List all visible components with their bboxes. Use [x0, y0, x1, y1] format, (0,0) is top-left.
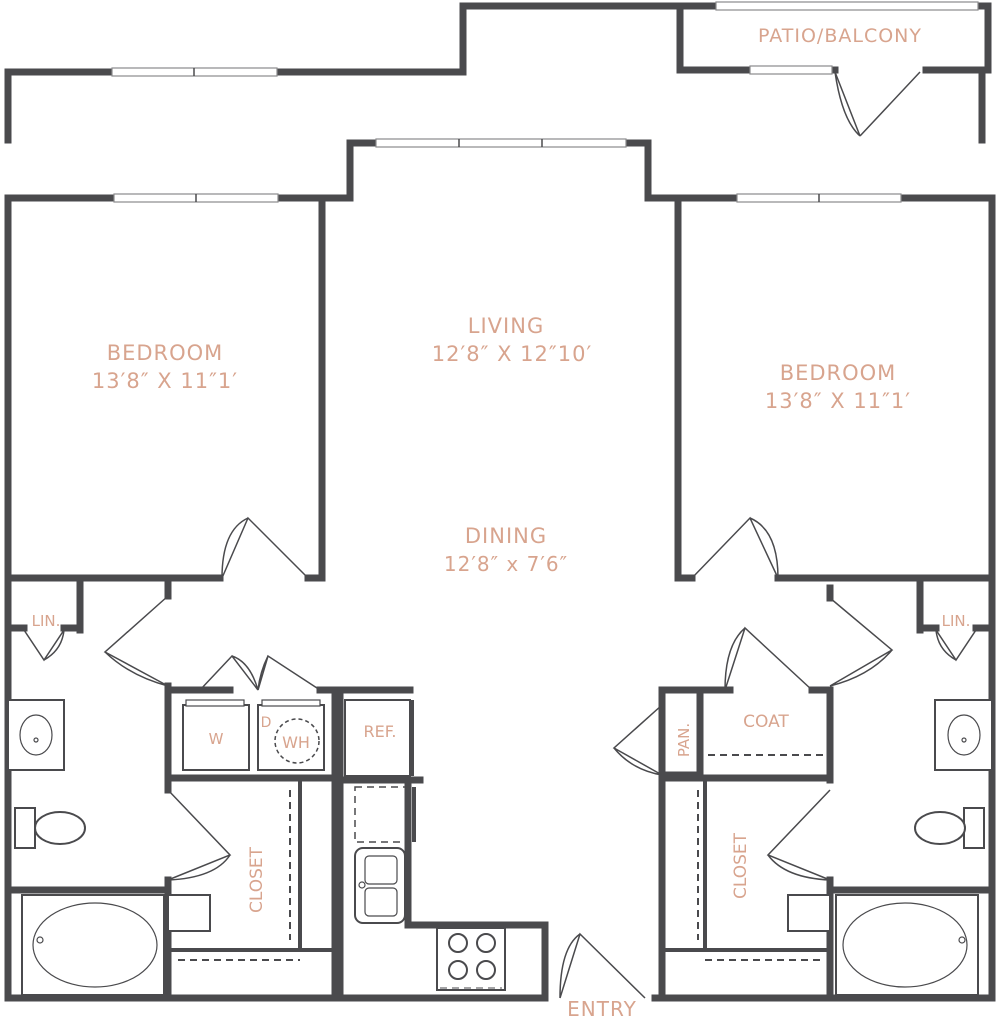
fixtures	[7, 699, 993, 996]
door-bedroom-left	[221, 516, 309, 579]
door-bedroom-right	[691, 516, 779, 579]
tub-faucet-icon	[36, 936, 44, 944]
tub-faucet-icon	[958, 936, 966, 944]
door-bath-left	[103, 595, 169, 687]
vanity-right	[934, 699, 993, 771]
lin-left-label: LIN.	[32, 612, 61, 630]
sink-basin-a	[364, 855, 398, 885]
water-heater-icon	[274, 718, 320, 764]
window-patio-top	[715, 1, 979, 11]
stove-icon	[436, 927, 506, 991]
doors	[23, 71, 977, 999]
toilet-left-icon	[34, 811, 86, 845]
burner-3-icon	[448, 960, 468, 980]
fridge-label: REF.	[364, 722, 397, 741]
door-closet-left	[167, 789, 232, 881]
window-living	[375, 138, 627, 148]
door-bath-right	[829, 597, 894, 687]
washer-label: W	[209, 730, 224, 748]
burner-2-icon	[476, 933, 496, 953]
coat-label: COAT	[743, 712, 789, 732]
closet-left-label: CLOSET	[247, 846, 267, 913]
door-coat	[724, 626, 813, 691]
dryer-lid	[261, 699, 321, 707]
water-heater-label: WH	[282, 733, 310, 752]
dryer-label: D	[261, 715, 272, 731]
sink-drain-icon	[33, 737, 39, 743]
dishwasher-icon	[354, 786, 411, 843]
labels: PATIO/BALCONY LIVING 12′8″ X 12″10′ DINI…	[32, 25, 971, 1021]
door-patio	[834, 71, 921, 137]
door-laundry	[199, 654, 321, 691]
window-patio-side	[749, 65, 833, 75]
bedroom-left-label: BEDROOM	[107, 341, 224, 365]
sink-left-icon	[19, 714, 53, 756]
bedroom-right-dimensions: 13′8″ X 11″1′	[765, 389, 911, 413]
entry-label: ENTRY	[567, 997, 637, 1021]
closet-right-label: CLOSET	[731, 832, 751, 899]
burner-4-icon	[476, 960, 496, 980]
living-label: LIVING	[468, 314, 544, 338]
living-dimensions: 12′8″ X 12″10′	[432, 342, 593, 366]
refrigerator-icon	[344, 699, 411, 777]
outer-walls	[4, 2, 996, 1002]
toilet-right-icon	[914, 811, 966, 845]
washer-icon	[182, 704, 250, 771]
bathtub-right-icon	[842, 902, 968, 988]
lin-right-label: LIN.	[942, 612, 971, 630]
interior-walls	[4, 194, 996, 1002]
wall-living-top	[4, 139, 996, 202]
dining-label: DINING	[465, 524, 547, 548]
bathtub-left-icon	[32, 902, 158, 988]
door-lin-right	[935, 629, 977, 662]
bedroom-left-dimensions: 13′8″ X 11″1′	[92, 369, 238, 393]
sink-right-icon	[947, 714, 981, 756]
dining-dimensions: 12′8″ x 7′6″	[444, 552, 568, 576]
pantry-label: PAN.	[675, 723, 693, 757]
wall-upper-left	[4, 2, 684, 144]
windows	[111, 1, 979, 203]
bedroom-right-label: BEDROOM	[780, 361, 897, 385]
door-closet-right	[766, 789, 831, 881]
closet-right-box	[787, 894, 831, 932]
door-entry	[559, 932, 646, 999]
sink-basin-b	[364, 887, 398, 917]
wall-kitchen-counter	[404, 776, 549, 1002]
sink-drain-icon	[961, 737, 967, 743]
sink-tap	[358, 881, 366, 889]
door-pantry	[612, 704, 663, 776]
toilet-tank-right	[963, 807, 985, 849]
washer-lid	[185, 699, 245, 707]
burner-1-icon	[448, 933, 468, 953]
patio-label: PATIO/BALCONY	[758, 25, 922, 47]
door-lin-left	[23, 629, 65, 662]
closet-left-box	[167, 894, 211, 932]
toilet-tank-left	[14, 807, 36, 849]
